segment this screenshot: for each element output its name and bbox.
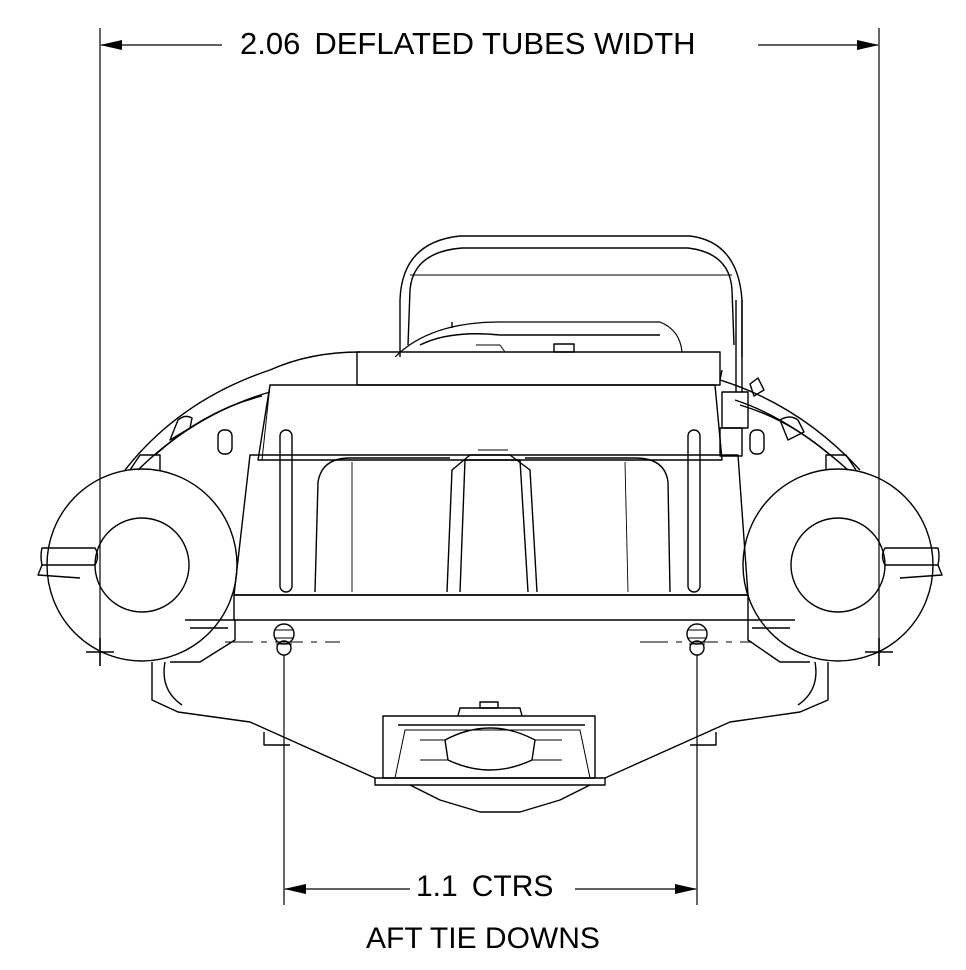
transom (233, 429, 749, 621)
tie-down-left (273, 623, 295, 656)
tie-down-spacing-value: 1.1 (416, 870, 458, 903)
tie-down-dimension (283, 655, 698, 905)
overall-width-label: 2.06 DEFLATED TUBES WIDTH (234, 28, 702, 59)
left-tube (37, 468, 238, 663)
tie-down-spacing-text: CTRS (471, 870, 554, 903)
overall-width-dimension (99, 28, 880, 652)
right-tube (742, 468, 943, 663)
boat-outline (37, 235, 943, 813)
deck-box (257, 351, 723, 461)
tie-down-right (686, 623, 708, 656)
tie-down-spacing-label: 1.1 CTRS (412, 872, 557, 902)
side-tubes-upper (124, 351, 861, 471)
overall-width-text: DEFLATED TUBES WIDTH (314, 26, 696, 61)
light-pole (719, 300, 765, 457)
hull-bottom (151, 661, 829, 813)
tube-center-marks (86, 638, 893, 666)
overall-width-value: 2.06 (240, 26, 301, 61)
motor-mount (382, 701, 596, 779)
console (394, 235, 743, 358)
tie-down-caption: AFT TIE DOWNS (366, 922, 600, 955)
